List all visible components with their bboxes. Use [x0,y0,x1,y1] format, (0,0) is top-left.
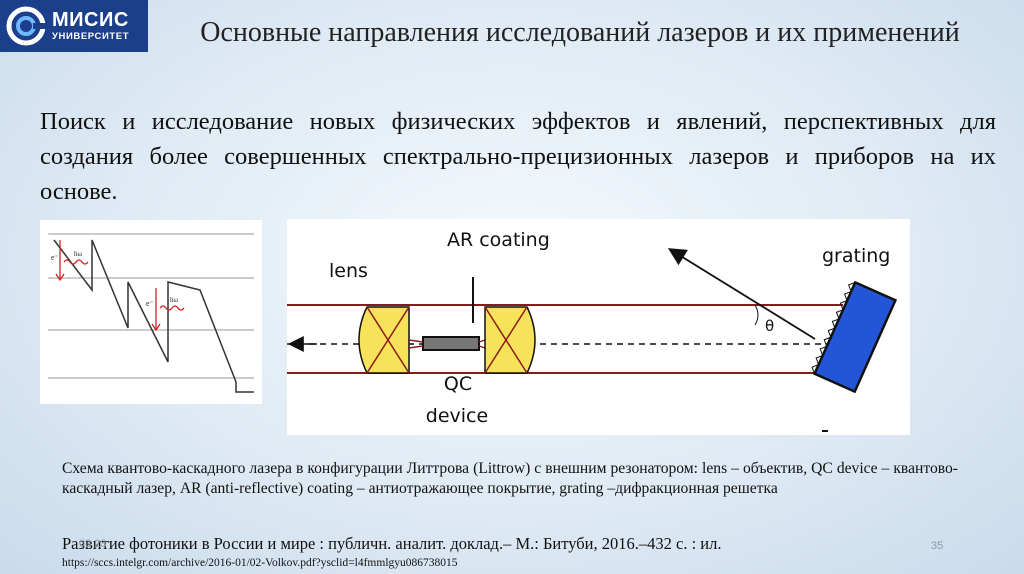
electron-label-1: e⁻ [51,253,59,262]
band-diagram: e⁻ e⁻ hω hω [48,233,254,393]
grating-label: grating [822,245,890,267]
slide-date: 03.23 [79,538,107,550]
qc-label: QC [444,373,472,395]
photon-label-1: hω [74,250,83,258]
page-number: 35 [931,540,944,552]
theta-label: θ [765,317,774,335]
source-url[interactable]: https://sccs.intelgr.com/archive/2016-01… [62,557,458,569]
ar-coating-label: AR coating [447,229,550,251]
misis-logo-icon [6,6,46,46]
lens-left [358,306,410,374]
logo-name: МИСИС [52,9,129,32]
university-logo: МИСИС УНИВЕРСИТЕТ [0,0,148,52]
grating [811,280,898,394]
diffraction-arrow-icon [667,248,816,340]
logo-subtitle: УНИВЕРСИТЕТ [52,31,130,43]
lens-label: lens [329,260,368,282]
electron-label-2: e⁻ [146,299,154,308]
source-reference: Развитие фотоники в России и мире : публ… [62,534,722,553]
device-label: device [426,405,488,427]
littrow-laser-diagram: lens AR coating QC device grating θ [287,229,898,432]
littrow-laser-diagram-panel: lens AR coating QC device grating θ [287,219,910,435]
lens-right [484,306,536,374]
photon-label-2: hω [170,296,179,304]
lead-paragraph: Поиск и исследование новых физических эф… [40,108,996,205]
qc-device [422,336,480,351]
figure-caption: Схема квантово-каскадного лазера в конфи… [62,460,958,497]
slide-title: Основные направления исследований лазеро… [200,17,960,48]
band-diagram-panel: e⁻ e⁻ hω hω [40,220,262,404]
